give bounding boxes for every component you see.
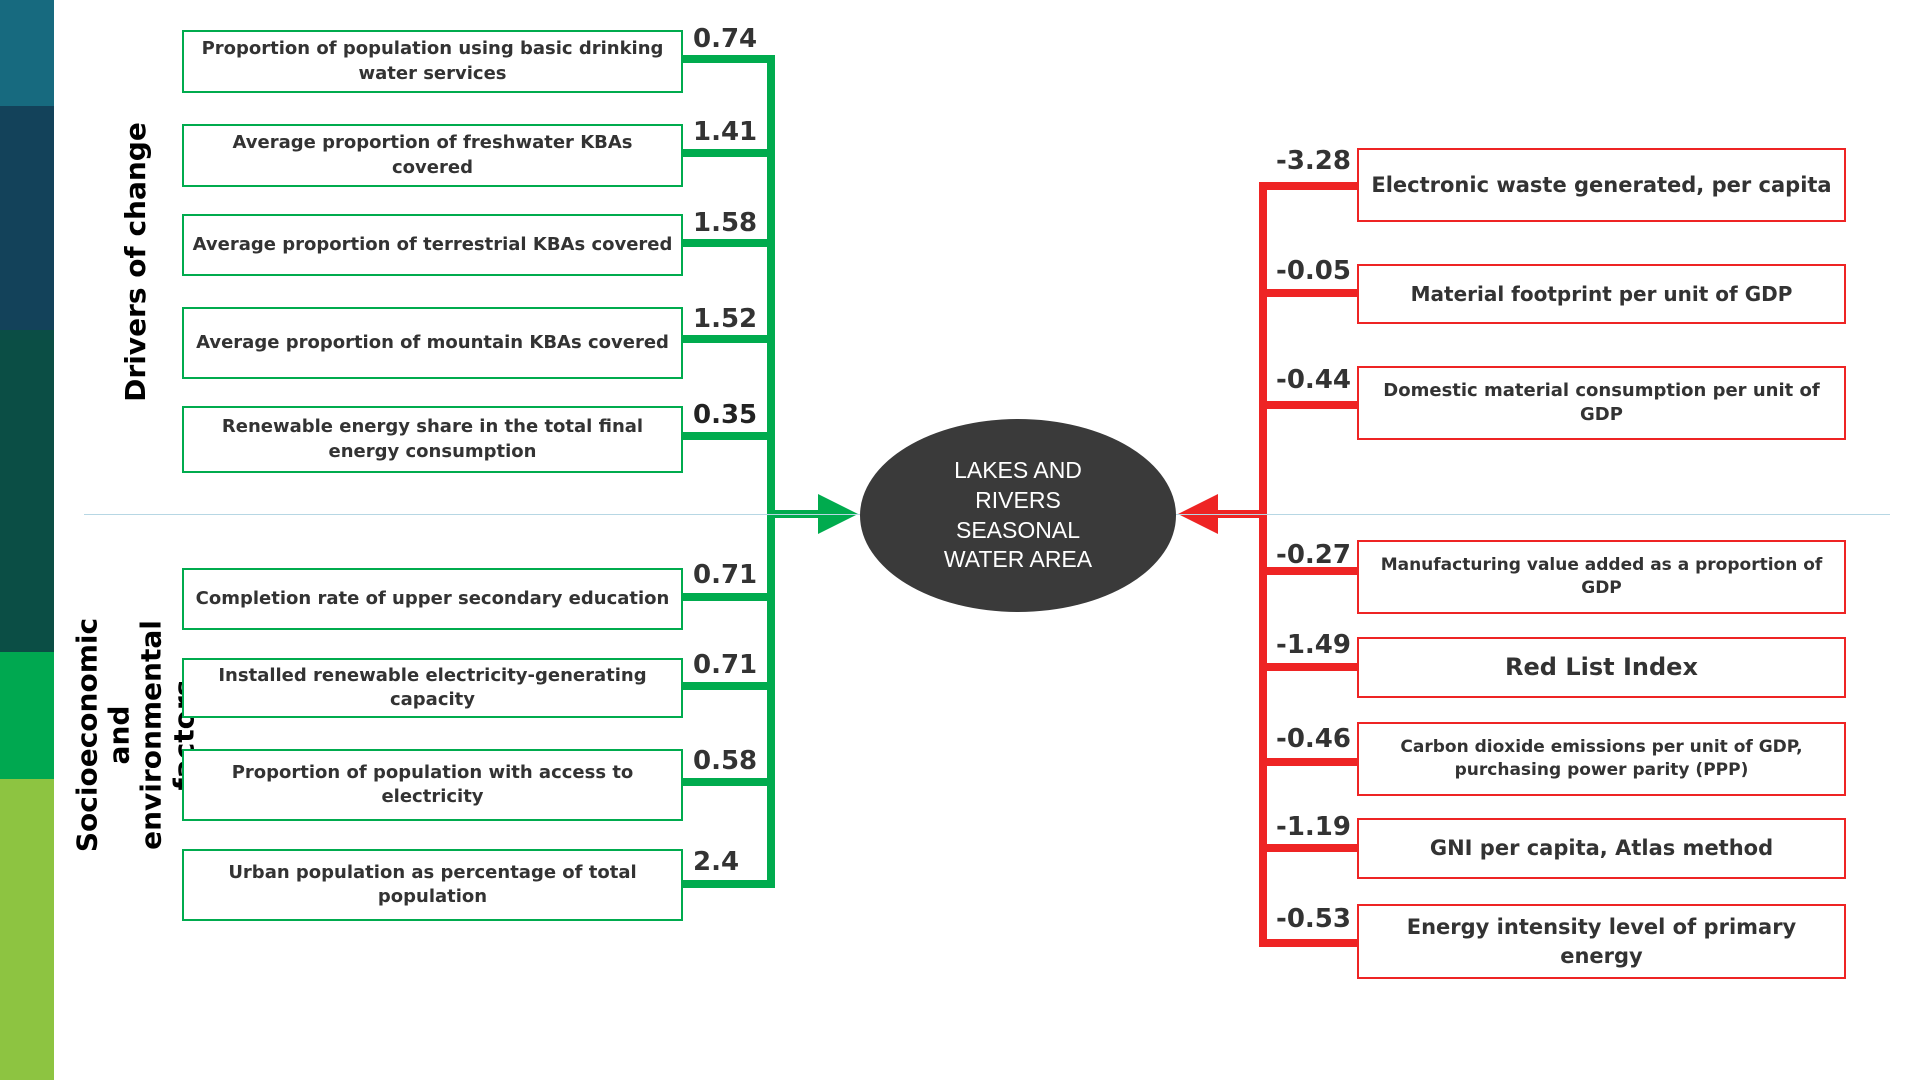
left-item-value: 2.4: [693, 847, 740, 877]
right-item-box: Energy intensity level of primary energy: [1357, 904, 1846, 979]
left-item-box: Urban population as percentage of total …: [182, 849, 683, 921]
right-item-box: Carbon dioxide emissions per unit of GDP…: [1357, 722, 1846, 796]
right-item-value: -0.53: [1276, 904, 1351, 934]
left-item-box: Average proportion of mountain KBAs cove…: [182, 307, 683, 379]
right-item-box: Red List Index: [1357, 637, 1846, 698]
left-item-value: 1.41: [693, 117, 758, 147]
left-item-value: 0.71: [693, 560, 758, 590]
left-item-value: 1.58: [693, 208, 758, 238]
left-item-box: Average proportion of freshwater KBAs co…: [182, 124, 683, 187]
left-item-box: Proportion of population with access to …: [182, 749, 683, 821]
right-item-box: Domestic material consumption per unit o…: [1357, 366, 1846, 440]
left-item-value: 0.58: [693, 746, 758, 776]
center-node: LAKES AND RIVERS SEASONAL WATER AREA: [860, 419, 1176, 612]
stripe-decoration: [0, 779, 54, 1080]
stripe-decoration: [0, 0, 54, 106]
stripe-decoration: [0, 652, 54, 779]
right-item-value: -1.19: [1276, 812, 1351, 842]
group-label-socioeconomic: Socioeconomic and environmental factors: [70, 617, 201, 853]
left-item-value: 0.35: [693, 400, 758, 430]
left-item-box: Proportion of population using basic dri…: [182, 30, 683, 93]
right-item-box: Manufacturing value added as a proportio…: [1357, 540, 1846, 614]
center-node-label: LAKES AND RIVERS SEASONAL WATER AREA: [943, 456, 1093, 573]
left-item-box: Completion rate of upper secondary educa…: [182, 568, 683, 630]
left-item-box: Average proportion of terrestrial KBAs c…: [182, 214, 683, 276]
right-item-value: -0.05: [1276, 256, 1351, 286]
right-item-box: GNI per capita, Atlas method: [1357, 818, 1846, 879]
stripe-decoration: [0, 106, 54, 330]
left-item-value: 0.71: [693, 650, 758, 680]
right-item-value: -3.28: [1276, 146, 1351, 176]
stripe-decoration: [0, 330, 54, 652]
left-item-box: Renewable energy share in the total fina…: [182, 406, 683, 473]
right-item-box: Electronic waste generated, per capita: [1357, 148, 1846, 222]
left-item-box: Installed renewable electricity-generati…: [182, 658, 683, 718]
right-item-value: -0.44: [1276, 365, 1351, 395]
right-item-box: Material footprint per unit of GDP: [1357, 264, 1846, 324]
right-item-value: -0.46: [1276, 724, 1351, 754]
right-item-value: -0.27: [1276, 540, 1351, 570]
left-item-value: 1.52: [693, 304, 758, 334]
left-item-value: 0.74: [693, 24, 758, 54]
group-label-drivers: Drivers of change: [118, 122, 152, 402]
right-item-value: -1.49: [1276, 630, 1351, 660]
